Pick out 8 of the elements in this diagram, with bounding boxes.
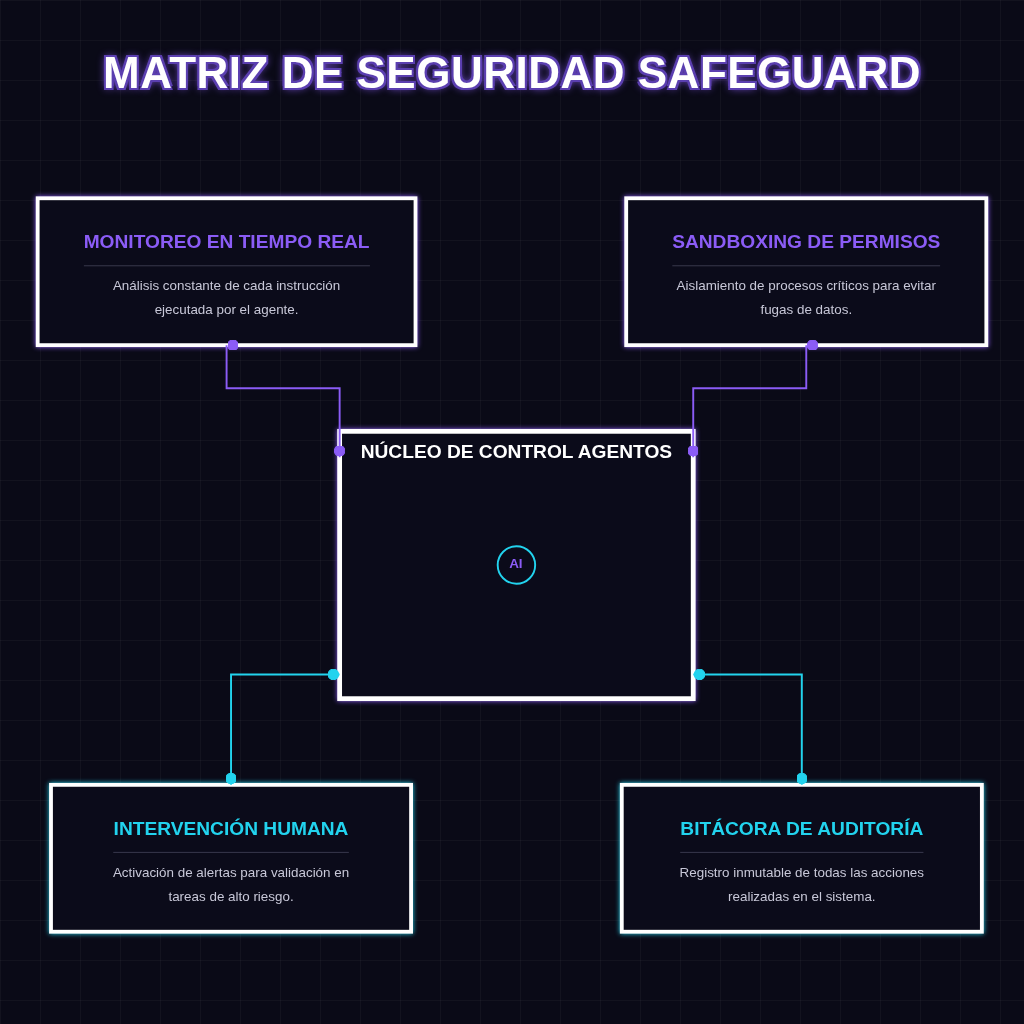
node-box: BITÁCORA DE AUDITORÍA Registro inmutable de todas las acciones realizadas en el sistema. xyxy=(619,782,984,934)
node-circle: AI xyxy=(496,545,537,585)
connector xyxy=(225,668,341,786)
node-box: INTERVENCIÓN HUMANA Activación de alertas para validación en tareas de alto riesgo. xyxy=(49,782,413,934)
node-box: SANDBOXING DE PERMISOS Aislamiento de procesos críticos para evitar fugas de datos. xyxy=(624,196,989,348)
title: MATRIZ DE SEGURIDAD SAFEGUARD xyxy=(103,48,921,98)
node-box: MONITOREO EN TIEMPO REAL Análisis constante de cada instrucción ejecutada por el agente. xyxy=(35,196,418,348)
connector xyxy=(692,668,808,786)
